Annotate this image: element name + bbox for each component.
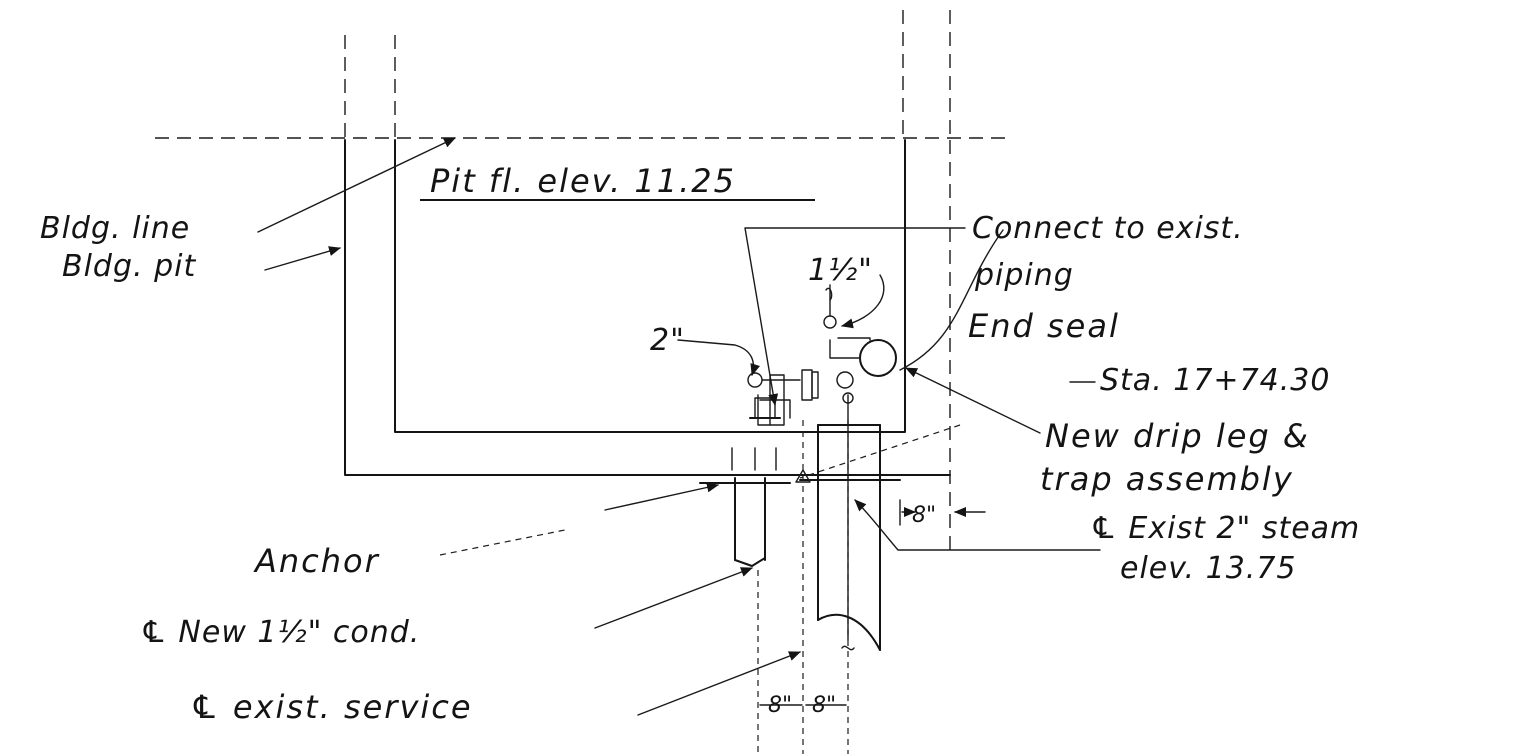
bldg-line-label: Bldg. line (40, 211, 190, 246)
drip-leg-label: New drip leg & (1045, 417, 1310, 455)
trap-assembly-label: trap assembly (1040, 460, 1294, 498)
exist-steam-elev-label: elev. 13.75 (1120, 551, 1297, 586)
pipe-2-label: 2" (650, 323, 685, 358)
bldg-pit-label: Bldg. pit (62, 249, 196, 284)
connect-to-exist-piping-label: piping (974, 258, 1074, 293)
centerlines (757, 394, 855, 754)
building-pit-outline (344, 139, 951, 476)
new-condensate-pipe (699, 447, 791, 567)
dim-8-right-label: 8" (912, 503, 936, 528)
station-label: Sta. 17+74.30 (1100, 363, 1330, 398)
pit-floor-elev-label: Pit fl. elev. 11.25 (430, 162, 736, 200)
dimension-marks (759, 499, 986, 706)
anchor-label: Anchor (253, 542, 380, 580)
pipe-1-5-label: 1½" (808, 253, 873, 288)
new-cond-label: ℄ New 1½" cond. (140, 615, 420, 650)
building-wall-lines (344, 10, 951, 555)
dim-8-bottom-a-label: 8" (768, 693, 792, 718)
end-seal-label: End seal (968, 307, 1120, 345)
dim-8-bottom-b-label: 8" (812, 693, 836, 718)
piping-assembly (747, 284, 897, 426)
exist-steam-label: ℄ Exist 2" steam (1090, 511, 1360, 546)
exist-service-label: ℄ exist. service (190, 688, 473, 726)
leader-lines (257, 137, 1101, 716)
connect-to-exist-label: Connect to exist. (972, 211, 1244, 246)
